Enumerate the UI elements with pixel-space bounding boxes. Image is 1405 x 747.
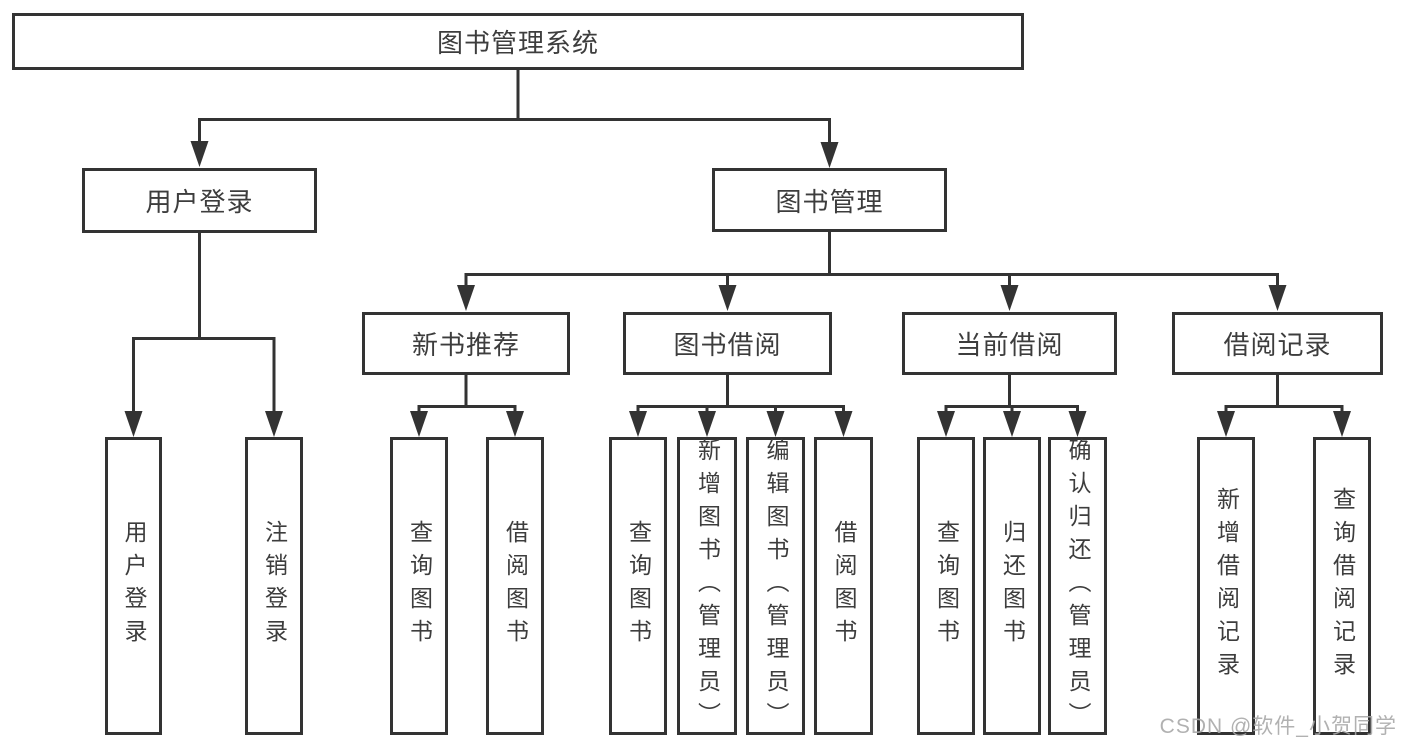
node-edit-books-admin: 编辑图书（管理员） — [746, 437, 805, 735]
node-current-borrowing-label: 当前借阅 — [955, 330, 1064, 360]
node-edit-books-admin-label: 编辑图书（管理员） — [763, 437, 789, 735]
node-current-borrowing: 当前借阅 — [902, 312, 1117, 375]
node-library-management-system: 图书管理系统 — [12, 13, 1024, 70]
connector-bookborrow-to-children — [636, 375, 845, 422]
node-borrow-borrow-books: 借阅图书 — [814, 437, 873, 735]
node-add-borrow-record: 新增借阅记录 — [1197, 437, 1255, 735]
node-user-login: 用户登录 — [105, 437, 162, 735]
node-query-borrow-record: 查询借阅记录 — [1313, 437, 1371, 735]
node-logout-label: 注销登录 — [261, 520, 288, 652]
node-newbook-borrow-books: 借阅图书 — [486, 437, 544, 735]
node-add-books-admin: 新增图书（管理员） — [677, 437, 737, 735]
node-logout: 注销登录 — [245, 437, 303, 735]
node-borrowing-records: 借阅记录 — [1172, 312, 1383, 375]
node-book-borrowing-label: 图书借阅 — [673, 330, 782, 360]
node-add-borrow-record-label: 新增借阅记录 — [1213, 487, 1240, 685]
csdn-watermark: CSDN @软件_小贺同学 — [1159, 715, 1397, 738]
node-user-login-group: 用户登录 — [82, 168, 317, 233]
node-borrow-borrow-books-label: 借阅图书 — [831, 520, 857, 652]
node-newbook-query-books-label: 查询图书 — [406, 520, 433, 652]
node-return-books-label: 归还图书 — [999, 520, 1026, 652]
node-borrowing-records-label: 借阅记录 — [1223, 330, 1332, 360]
node-newbook-borrow-books-label: 借阅图书 — [502, 520, 529, 652]
node-confirm-return-admin: 确认归还（管理员） — [1048, 437, 1107, 735]
node-user-login-label: 用户登录 — [121, 520, 147, 652]
node-current-query-books-label: 查询图书 — [933, 520, 960, 652]
node-query-borrow-record-label: 查询借阅记录 — [1329, 487, 1356, 685]
node-user-login-group-label: 用户登录 — [145, 187, 254, 217]
connector-bookmgmt-to-level3 — [464, 232, 1279, 296]
node-new-book-recommendation: 新书推荐 — [362, 312, 570, 375]
connector-records-to-children — [1224, 375, 1344, 422]
node-book-management-label: 图书管理 — [775, 186, 884, 217]
node-borrow-query-books-label: 查询图书 — [625, 520, 652, 652]
node-book-borrowing: 图书借阅 — [623, 312, 832, 375]
node-new-book-recommendation-label: 新书推荐 — [411, 330, 520, 360]
node-current-query-books: 查询图书 — [917, 437, 975, 735]
node-add-books-admin-label: 新增图书（管理员） — [694, 437, 721, 735]
connector-root-to-level2 — [198, 70, 831, 150]
node-confirm-return-admin-label: 确认归还（管理员） — [1065, 437, 1091, 735]
connector-newbook-to-children — [417, 375, 517, 422]
node-library-management-system-label: 图书管理系统 — [436, 28, 599, 58]
connector-currentborrow-to-children — [944, 375, 1079, 422]
node-borrow-query-books: 查询图书 — [609, 437, 667, 735]
node-newbook-query-books: 查询图书 — [390, 437, 448, 735]
node-book-management: 图书管理 — [712, 168, 947, 232]
node-return-books: 归还图书 — [983, 437, 1041, 735]
connector-userlogin-to-children — [132, 233, 276, 422]
